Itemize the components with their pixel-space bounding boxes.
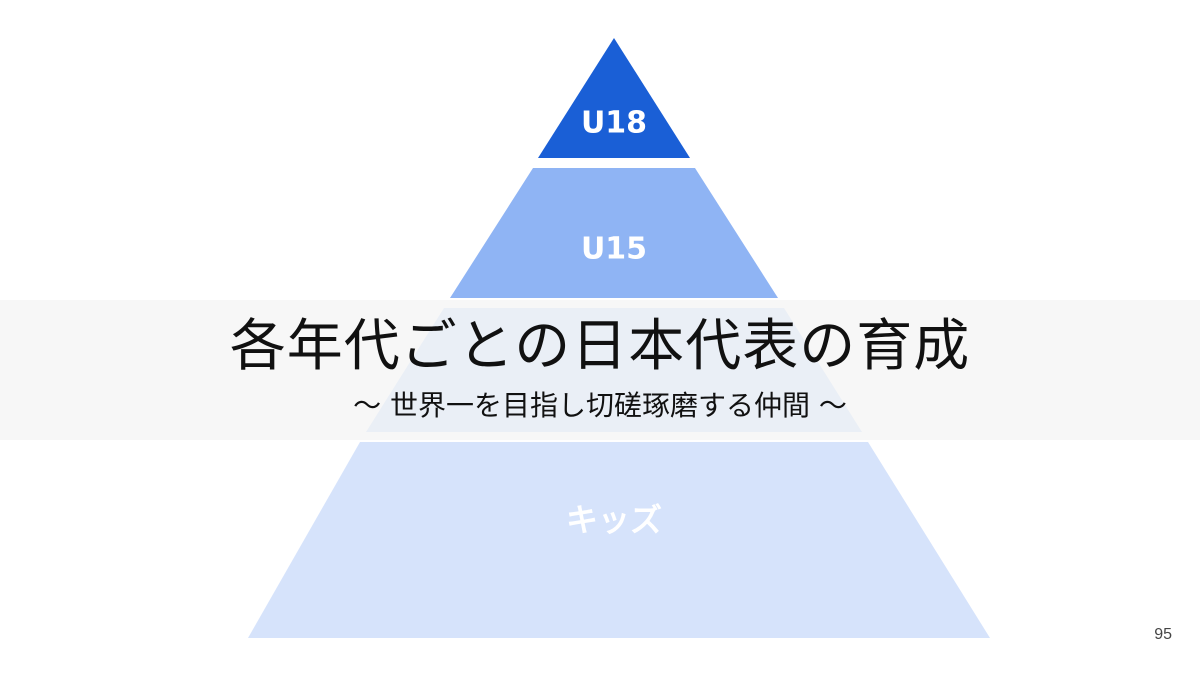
tier-label-u15: U15 bbox=[581, 232, 647, 267]
page-number: 95 bbox=[1154, 626, 1172, 643]
pyramid-tier-u15 bbox=[450, 168, 778, 298]
tier-label-u18: U18 bbox=[581, 106, 647, 141]
slide-subtitle: 〜 世界一を目指し切磋琢磨する仲間 〜 bbox=[353, 389, 847, 422]
pyramid-tier-u18 bbox=[538, 38, 690, 158]
pyramid-tier-kids bbox=[248, 442, 990, 638]
tier-label-kids: キッズ bbox=[566, 501, 662, 539]
slide-title: 各年代ごとの日本代表の育成 bbox=[229, 314, 971, 379]
title-band bbox=[0, 300, 1200, 440]
